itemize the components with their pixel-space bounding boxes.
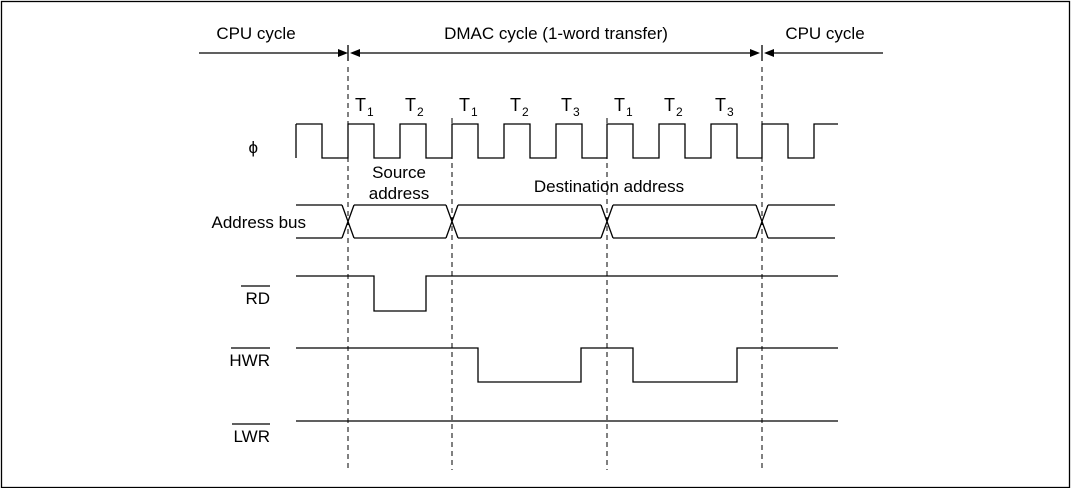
signal-label-hwr: HWR bbox=[229, 351, 270, 370]
signal-label-rd: RD bbox=[245, 289, 270, 308]
state-label-7: T2 bbox=[664, 95, 683, 119]
hwr-waveform bbox=[296, 347, 838, 383]
signal-label-lwr: LWR bbox=[233, 427, 270, 446]
state-label-4: T2 bbox=[510, 95, 529, 119]
signal-label-address-bus: Address bus bbox=[212, 213, 307, 232]
destination-address-label: Destination address bbox=[534, 177, 684, 196]
phase-arrows bbox=[199, 45, 883, 61]
state-label-3: T1 bbox=[459, 95, 478, 119]
source-address-label-line1: Source bbox=[372, 163, 426, 182]
state-label-6: T1 bbox=[614, 95, 633, 119]
cycle-boundaries bbox=[347, 67, 763, 470]
clock-waveform bbox=[296, 123, 838, 159]
address-bus-waveform bbox=[296, 204, 835, 239]
state-label-8: T3 bbox=[715, 95, 734, 119]
state-label-1: T1 bbox=[355, 95, 374, 119]
phase-label-cpu-left: CPU cycle bbox=[216, 24, 295, 43]
phase-label-cpu-right: CPU cycle bbox=[785, 24, 864, 43]
signal-label-clock: ϕ bbox=[248, 138, 258, 157]
phase-label-dmac: DMAC cycle (1-word transfer) bbox=[444, 24, 668, 43]
rd-waveform bbox=[296, 275, 838, 312]
source-address-label-line2: address bbox=[369, 184, 429, 203]
state-label-5: T3 bbox=[561, 95, 580, 119]
state-labels: T1 T2 T1 T2 T3 T1 T2 T3 bbox=[355, 95, 734, 119]
state-label-2: T2 bbox=[405, 95, 424, 119]
